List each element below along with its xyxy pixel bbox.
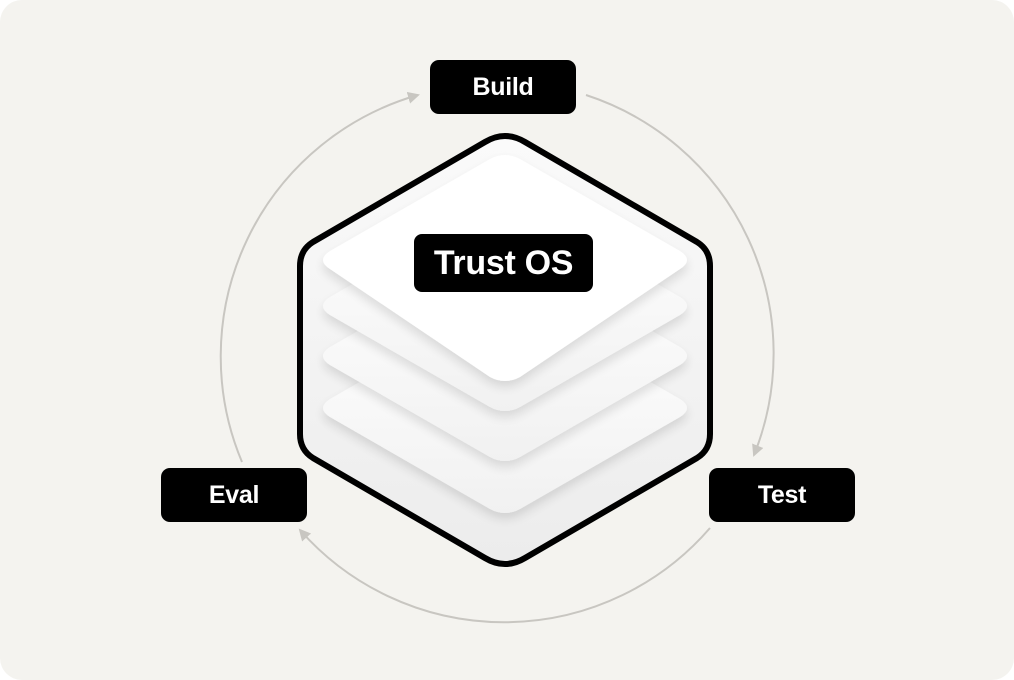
arrow-eval-to-build (219, 91, 420, 463)
build-label: Build (430, 60, 576, 114)
layer-stack (323, 155, 687, 513)
eval-label: Eval (161, 468, 307, 522)
arrow-test-to-eval (298, 527, 711, 624)
test-label: Test (709, 468, 855, 522)
trust-os-title: Trust OS (414, 234, 593, 292)
arrow-build-to-test (585, 94, 775, 457)
